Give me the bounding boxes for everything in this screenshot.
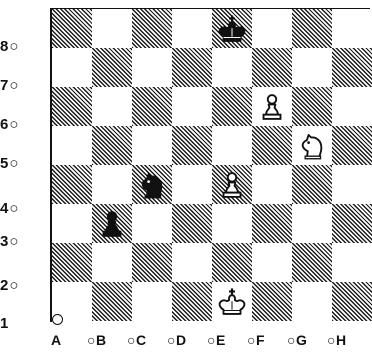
square-f7[interactable] [252,48,292,87]
file-label-c: ○C [127,332,147,348]
square-h1[interactable] [332,282,372,321]
square-b1[interactable] [92,282,132,321]
square-d6[interactable] [172,87,212,126]
square-d2[interactable] [172,243,212,282]
square-a6[interactable] [52,87,92,126]
square-b7[interactable] [92,48,132,87]
file-label-a: A [51,332,62,348]
file-label-g: ○G [287,332,307,348]
rank-label-1: 1 [0,315,44,332]
square-c5[interactable] [132,126,172,165]
square-g6[interactable] [292,87,332,126]
rank-label-2: 2○ [0,277,44,294]
square-g7[interactable] [292,48,332,87]
square-g2[interactable] [292,243,332,282]
file-label-e: ○E [207,332,226,348]
square-h6[interactable] [332,87,372,126]
square-e5[interactable] [212,126,252,165]
white-pawn-icon[interactable] [212,165,252,204]
square-c8[interactable] [132,9,172,48]
white-king-icon[interactable] [212,282,252,321]
square-c7[interactable] [132,48,172,87]
square-h5[interactable] [332,126,372,165]
square-d1[interactable] [172,282,212,321]
square-d8[interactable] [172,9,212,48]
square-b6[interactable] [92,87,132,126]
square-h8[interactable] [332,9,372,48]
square-c6[interactable] [132,87,172,126]
square-h4[interactable] [332,165,372,204]
square-d4[interactable] [172,165,212,204]
file-label-h: ○H [327,332,347,348]
square-f4[interactable] [252,165,292,204]
file-label-d: ○D [167,332,187,348]
file-label-b: ○B [87,332,107,348]
square-d3[interactable] [172,204,212,243]
rank-label-6: 6○ [0,116,44,133]
square-d5[interactable] [172,126,212,165]
rank-label-5: 5○ [0,155,44,172]
square-b5[interactable] [92,126,132,165]
square-e7[interactable] [212,48,252,87]
square-f1[interactable] [252,282,292,321]
rank-label-3: 3○ [0,233,44,250]
square-c1[interactable] [132,282,172,321]
square-a5[interactable] [52,126,92,165]
file-label-f: ○F [247,332,265,348]
square-g4[interactable] [292,165,332,204]
square-a3[interactable] [52,204,92,243]
black-pawn-icon[interactable] [92,204,132,243]
rank-label-7: 7○ [0,77,44,94]
square-c3[interactable] [132,204,172,243]
chess-board [50,8,370,322]
square-h7[interactable] [332,48,372,87]
square-b8[interactable] [92,9,132,48]
square-a8[interactable] [52,9,92,48]
white-knight-icon[interactable] [292,126,332,165]
square-a2[interactable] [52,243,92,282]
black-knight-icon[interactable] [132,165,172,204]
square-h3[interactable] [332,204,372,243]
square-a7[interactable] [52,48,92,87]
rank-label-4: 4○ [0,200,44,217]
square-f8[interactable] [252,9,292,48]
corner-marker-icon [52,314,63,325]
square-b4[interactable] [92,165,132,204]
rank-label-8: 8○ [0,38,44,55]
square-h2[interactable] [332,243,372,282]
white-pawn-icon[interactable] [252,87,292,126]
square-c2[interactable] [132,243,172,282]
square-f3[interactable] [252,204,292,243]
square-d7[interactable] [172,48,212,87]
square-g3[interactable] [292,204,332,243]
black-king-icon[interactable] [212,9,252,48]
square-e2[interactable] [212,243,252,282]
square-a4[interactable] [52,165,92,204]
square-f5[interactable] [252,126,292,165]
square-e6[interactable] [212,87,252,126]
square-f2[interactable] [252,243,292,282]
square-b2[interactable] [92,243,132,282]
square-g8[interactable] [292,9,332,48]
square-g1[interactable] [292,282,332,321]
square-e3[interactable] [212,204,252,243]
